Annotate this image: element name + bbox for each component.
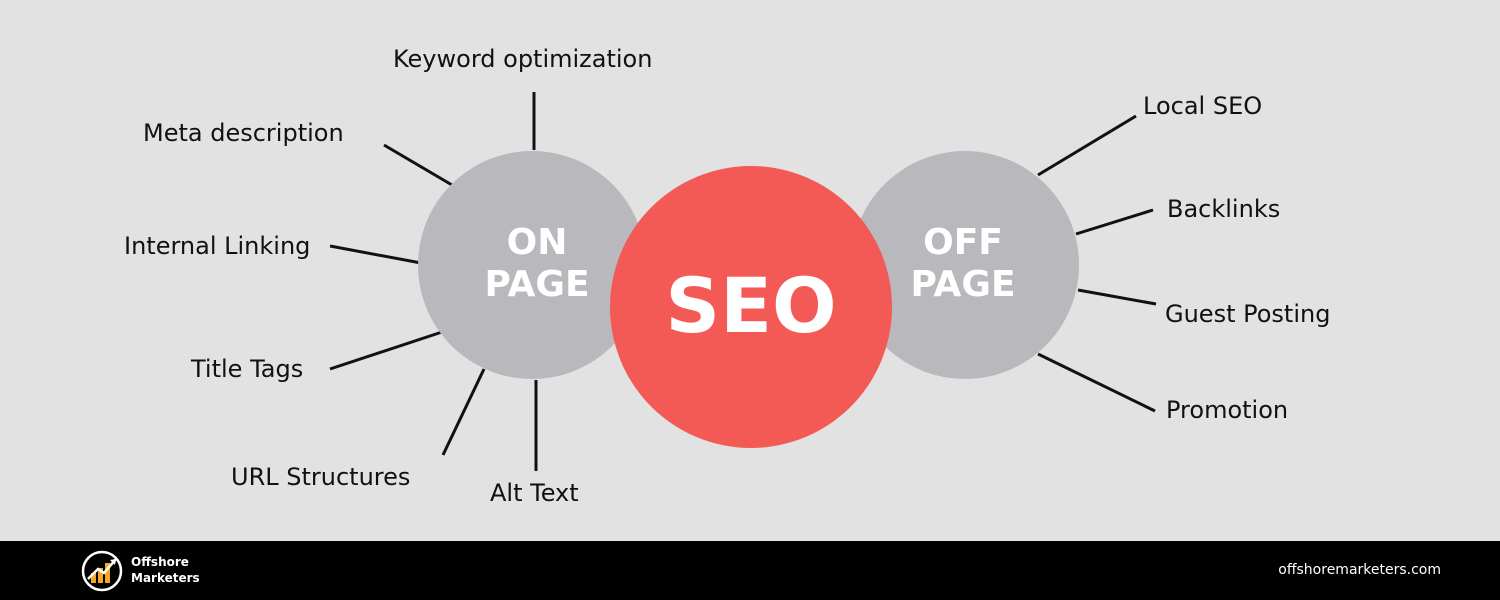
website-link[interactable]: offshoremarketers.com	[1278, 562, 1441, 578]
on-page-label: ON PAGE	[442, 222, 632, 306]
on-page-item-url-structures: URL Structures	[231, 463, 411, 491]
off-page-label: OFF PAGE	[868, 222, 1058, 306]
connector-backlinks	[1075, 208, 1154, 236]
connector-title-tags	[329, 330, 443, 371]
on-page-item-internal-linking: Internal Linking	[124, 232, 311, 260]
off-page-item-guest-posting: Guest Posting	[1165, 300, 1331, 328]
off-page-label-line1: OFF	[923, 222, 1003, 263]
brand-name-line1: Offshore	[131, 555, 189, 569]
brand-name: Offshore Marketers	[131, 554, 200, 586]
connector-lines	[329, 92, 1157, 471]
seo-diagram	[329, 92, 1157, 471]
off-page-circle	[851, 151, 1079, 379]
on-page-item-keyword-optimization: Keyword optimization	[393, 45, 653, 73]
connector-internal-linking	[329, 244, 422, 265]
on-page-item-alt-text: Alt Text	[490, 479, 579, 507]
connector-promotion	[1037, 352, 1156, 413]
off-page-label-line2: PAGE	[910, 264, 1016, 305]
on-page-item-title-tags: Title Tags	[191, 355, 304, 383]
brand-name-line2: Marketers	[131, 571, 200, 585]
connector-guest-posting	[1077, 288, 1157, 306]
connector-url-structures	[441, 368, 486, 456]
footer-bar: Offshore Marketers offshoremarketers.com	[0, 541, 1500, 600]
off-page-item-local-seo: Local SEO	[1143, 92, 1263, 120]
on-page-label-line2: PAGE	[484, 264, 590, 305]
off-page-item-backlinks: Backlinks	[1167, 195, 1281, 223]
on-page-label-line1: ON	[506, 222, 568, 263]
connector-meta-description	[383, 143, 453, 187]
seo-circle	[610, 166, 892, 448]
offshore-marketers-logo-icon	[81, 550, 123, 592]
connector-local-seo	[1037, 114, 1137, 177]
on-page-item-meta-description: Meta description	[143, 119, 344, 147]
seo-label: SEO	[665, 261, 837, 350]
on-page-circle	[418, 151, 646, 379]
off-page-item-promotion: Promotion	[1166, 396, 1289, 424]
